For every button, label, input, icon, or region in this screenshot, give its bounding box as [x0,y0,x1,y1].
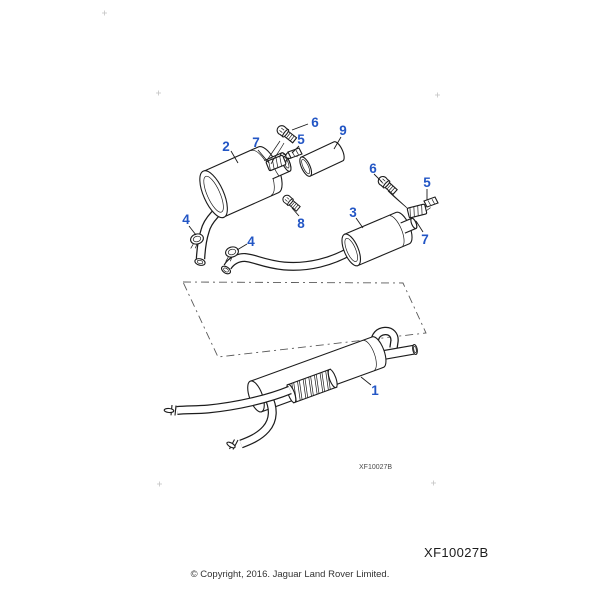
part-1-centre-silencer-assembly [163,326,418,450]
part-9-tailpipe-finisher [299,141,345,177]
watermark-code: XF10027B [359,464,392,471]
part-8-bolt [282,194,301,212]
callout-part-9: 9 [339,123,347,138]
part-2-silencer-body [199,146,292,219]
callout-part-4-right: 4 [247,234,255,249]
callout-part-1: 1 [371,383,379,398]
callout-part-5-right: 5 [423,175,431,190]
part-3-right-rear-silencer [220,211,418,275]
part-4-clamp-right [225,246,239,262]
part-6-bolt-right [377,175,398,196]
callout-part-5-top: 5 [297,132,305,147]
callout-numbers: 2 7 5 6 9 6 5 7 3 8 4 4 1 [182,115,431,398]
part-7-hanger-bracket-right [406,202,431,219]
callout-part-7-right: 7 [421,232,429,247]
registration-marks [102,10,440,487]
part-6-bolt-top [276,125,298,144]
part-5-bracket-plate-right [423,196,439,208]
part-3-silencer-body [341,211,418,267]
callout-part-8: 8 [297,216,305,231]
copyright-text: © Copyright, 2016. Jaguar Land Rover Lim… [191,569,390,580]
callout-part-6-right: 6 [369,161,377,176]
part-2-left-rear-silencer [194,146,292,266]
callout-part-2: 2 [222,139,230,154]
diagram-code: XF10027B [424,545,489,560]
callout-part-6-top: 6 [311,115,319,130]
dashed-reference-box [182,281,427,358]
callout-leader-lines [188,123,428,386]
callout-part-3: 3 [349,205,357,220]
callout-part-4-left: 4 [182,212,190,227]
assembly-guide-lines [265,140,409,210]
callout-part-7-top: 7 [252,135,260,150]
